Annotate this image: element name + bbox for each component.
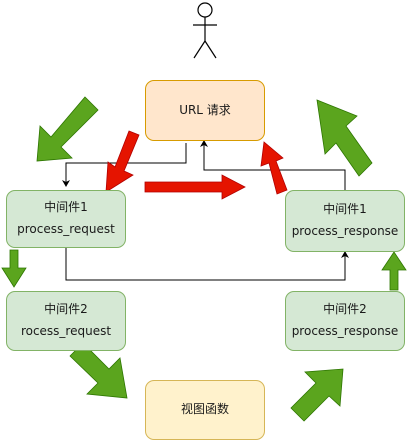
- connector-mw1-to-response-mw1: [65, 248, 349, 281]
- response-middleware-2-method: process_response: [291, 324, 399, 338]
- request-middleware-1-title: 中间件1: [44, 200, 88, 215]
- green-arrow-down-right-bottom: [69, 342, 128, 399]
- response-middleware-2-title: 中间件2: [323, 302, 367, 317]
- green-arrow-up-right-side: [381, 251, 407, 291]
- request-middleware-1-method: process_request: [17, 222, 115, 236]
- response-middleware-1-method: process_response: [291, 224, 399, 238]
- user-actor-icon: [193, 2, 217, 59]
- request-middleware-1-node: 中间件1 process_request: [6, 190, 126, 248]
- green-arrow-up-left-top: [316, 99, 373, 177]
- green-arrow-down-left-side: [1, 249, 27, 288]
- request-middleware-2-method: rocess_request: [20, 324, 112, 338]
- red-arrow-request-to-response: [144, 174, 246, 200]
- red-arrow-response-to-url: [260, 141, 288, 195]
- request-middleware-2-node: 中间件2 rocess_request: [6, 291, 126, 351]
- request-middleware-2-title: 中间件2: [44, 302, 88, 317]
- response-middleware-1-node: 中间件1 process_response: [285, 190, 405, 252]
- view-function-label: 视图函数: [180, 402, 229, 417]
- view-function-node: 视图函数: [145, 380, 265, 440]
- response-middleware-1-title: 中间件1: [323, 202, 367, 217]
- response-middleware-2-node: 中间件2 process_response: [285, 291, 405, 351]
- url-request-label: URL 请求: [179, 102, 231, 117]
- url-request-node: URL 请求: [145, 80, 265, 141]
- red-arrow-url-to-request: [105, 130, 140, 193]
- green-arrow-down-left-top: [36, 96, 99, 162]
- green-arrow-up-right-bottom: [290, 368, 344, 422]
